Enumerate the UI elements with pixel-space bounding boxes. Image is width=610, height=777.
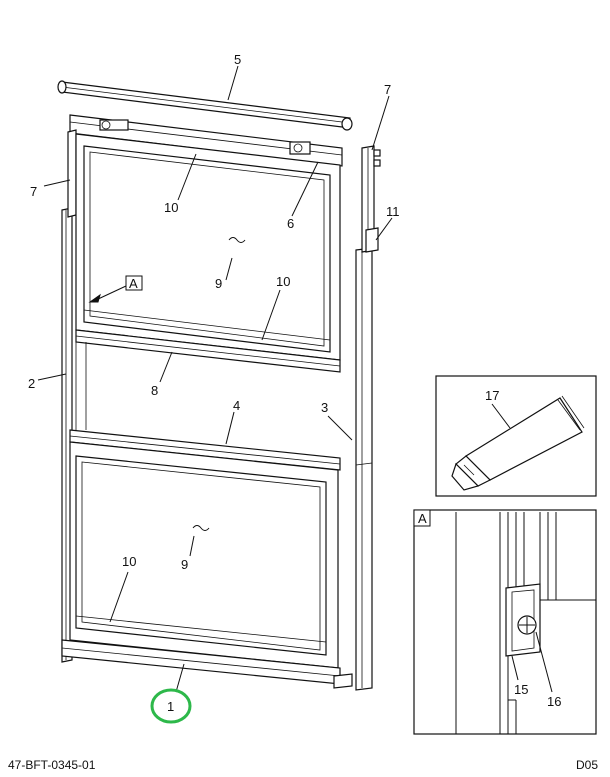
right-bottom-clip: [333, 673, 353, 689]
callout-8: 8: [151, 383, 158, 398]
weatherstrip-part-11: [365, 227, 379, 253]
callout-5: 5: [234, 52, 241, 67]
svg-text:A: A: [418, 511, 427, 526]
callout-labels: 5 7 7 10 6 11 9 10 2 8 4 3 10 9 1: [28, 52, 400, 714]
callout-15: 15: [514, 682, 528, 697]
meeting-rail-part-8: [75, 329, 341, 373]
callout-6: 6: [287, 216, 294, 231]
leader-lines: [37, 65, 393, 693]
callout-2: 2: [28, 376, 35, 391]
lower-sash-rail-part-4: [69, 429, 341, 471]
callout-10-upper: 10: [164, 200, 178, 215]
svg-text:A: A: [129, 276, 138, 291]
view-a-marker: A: [88, 275, 143, 303]
callout-16: 16: [547, 694, 561, 709]
callout-10-middle: 10: [276, 274, 290, 289]
right-channel-part-3: [355, 247, 373, 691]
callout-11: 11: [386, 204, 400, 219]
right-upper-channel-part-7: [361, 145, 381, 253]
top-rail-part-5: [57, 80, 353, 131]
callout-9-upper: 9: [215, 276, 222, 291]
callout-17: 17: [485, 388, 499, 403]
upper-sash: [75, 133, 341, 361]
glass-marker-lower: [192, 525, 210, 531]
callout-3: 3: [321, 400, 328, 415]
callout-7-right: 7: [384, 82, 391, 97]
callout-10-lower: 10: [122, 554, 136, 569]
detail-a-inset: A 15 16: [413, 509, 597, 735]
callout-1: 1: [167, 699, 174, 714]
callout-9-lower: 9: [181, 557, 188, 572]
drawing-id: 47-BFT-0345-01: [8, 758, 96, 772]
callout-7-left: 7: [30, 184, 37, 199]
callout-4: 4: [233, 398, 240, 413]
sealant-tube-inset: 17: [435, 375, 597, 497]
upper-header-part-6: [69, 114, 343, 167]
left-upper-channel-part-7: [67, 129, 77, 218]
lower-sash: [69, 441, 339, 669]
highlight-circle: [150, 688, 192, 724]
glass-marker-upper: [228, 237, 246, 243]
revision-code: D05: [576, 758, 598, 772]
